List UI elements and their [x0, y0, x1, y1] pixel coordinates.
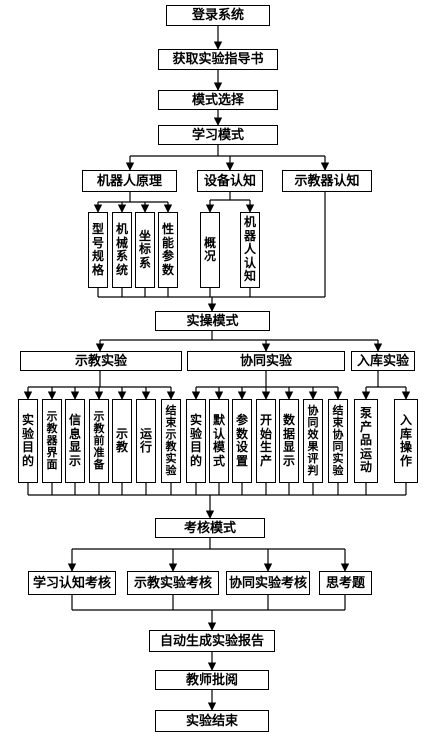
- node-teach-pendant-ui: 示教器界面: [42, 399, 62, 483]
- vertical-label: 示教前准备: [93, 410, 105, 471]
- vertical-label: 实验目的: [21, 413, 34, 468]
- node-coop-param-set: 参数设置: [232, 399, 252, 483]
- vertical-label: 参数设置: [235, 413, 248, 468]
- vertical-label: 机器人认知: [243, 215, 256, 284]
- node-teach-info-display: 信息显示: [65, 399, 85, 483]
- vertical-label: 示教: [115, 426, 128, 454]
- node-coop-eval: 协同效果评判: [303, 399, 323, 483]
- node-exam-think: 思考题: [319, 571, 372, 595]
- node-login: 登录系统: [166, 5, 270, 26]
- vertical-label: 示教器界面: [46, 410, 58, 471]
- node-model-spec: 型号规格: [88, 212, 108, 288]
- node-teach-pendant-know: 示教器认知: [282, 170, 372, 192]
- node-teach-run: 运行: [136, 399, 156, 483]
- node-robot-know: 机器人认知: [240, 212, 260, 288]
- node-exam-teach: 示教实验考核: [127, 571, 219, 595]
- vertical-label: 性能参数: [161, 222, 174, 277]
- vertical-label: 开始生产: [259, 413, 272, 468]
- vertical-label: 结束示教实验: [165, 404, 177, 477]
- vertical-label: 坐标系: [138, 228, 151, 270]
- node-robot-principle: 机器人原理: [82, 170, 177, 192]
- node-get-guide: 获取实验指导书: [158, 49, 278, 70]
- node-report: 自动生成实验报告: [149, 630, 275, 652]
- node-mode-select: 模式选择: [158, 90, 278, 110]
- node-teach: 示教: [112, 399, 132, 483]
- vertical-label: 运行: [139, 426, 152, 454]
- node-overview: 概况: [200, 212, 220, 288]
- vertical-label: 型号规格: [91, 222, 104, 277]
- node-coop-exp: 协同实验: [187, 351, 345, 371]
- vertical-label: 数据显示: [282, 413, 295, 468]
- node-coop-data-display: 数据显示: [279, 399, 299, 483]
- node-learn-mode: 学习模式: [158, 125, 278, 145]
- vertical-label: 机械系统: [115, 222, 128, 277]
- node-exam-mode: 考核模式: [155, 518, 265, 538]
- vertical-label: 信息显示: [68, 413, 81, 468]
- node-storage-motion: 泵产品运动: [354, 399, 378, 483]
- vertical-label: 入库操作: [399, 413, 412, 468]
- vertical-label: 结束协同实验: [332, 404, 344, 477]
- node-teach-end: 结束示教实验: [161, 399, 181, 483]
- node-coop-default-mode: 默认模式: [209, 399, 229, 483]
- node-storage-op: 入库操作: [394, 399, 418, 483]
- vertical-label: 概况: [203, 235, 216, 263]
- vertical-label: 默认模式: [212, 413, 225, 468]
- node-practice-mode: 实操模式: [155, 311, 270, 331]
- node-coop-end: 结束协同实验: [328, 399, 348, 483]
- node-coop-purpose: 实验目的: [186, 399, 206, 483]
- node-device-know: 设备认知: [197, 170, 263, 192]
- node-review: 教师批阅: [155, 670, 269, 690]
- node-exam-learn: 学习认知考核: [28, 571, 116, 595]
- node-coord-system: 坐标系: [135, 212, 155, 288]
- node-coop-start-prod: 开始生产: [256, 399, 276, 483]
- node-storage-exp: 入库实验: [351, 351, 415, 371]
- vertical-label: 实验目的: [189, 413, 202, 468]
- node-teach-prep: 示教前准备: [89, 399, 109, 483]
- node-exam-coop: 协同实验考核: [226, 571, 310, 595]
- vertical-label: 协同效果评判: [307, 404, 319, 477]
- node-end: 实验结束: [155, 710, 269, 732]
- node-teach-exp: 示教实验: [20, 351, 182, 371]
- node-teach-purpose: 实验目的: [18, 399, 38, 483]
- node-perf-params: 性能参数: [158, 212, 178, 288]
- node-mech-system: 机械系统: [112, 212, 132, 288]
- vertical-label: 泵产品运动: [359, 406, 372, 475]
